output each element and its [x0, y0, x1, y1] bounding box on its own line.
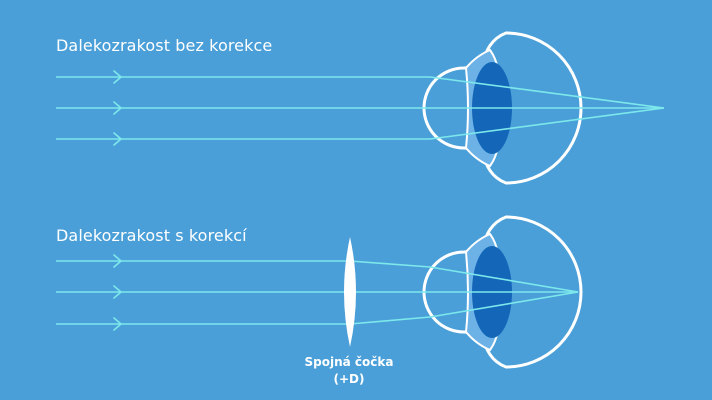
convex-lens-icon [344, 237, 356, 347]
rays-corrected [56, 260, 579, 325]
title-corrected: Dalekozrakost s korekcí [56, 226, 247, 245]
lens-label-name: Spojná čočka [304, 355, 394, 369]
ray-bottom [56, 107, 665, 140]
ray-bottom [56, 291, 579, 325]
title-uncorrected: Dalekozrakost bez korekce [56, 36, 273, 55]
corrective-lens-label: Spojná čočka (+D) [300, 354, 398, 388]
ray-top [56, 76, 665, 109]
rays-uncorrected [56, 76, 665, 140]
ray-top [56, 260, 579, 293]
lens-label-power: (+D) [333, 372, 365, 386]
